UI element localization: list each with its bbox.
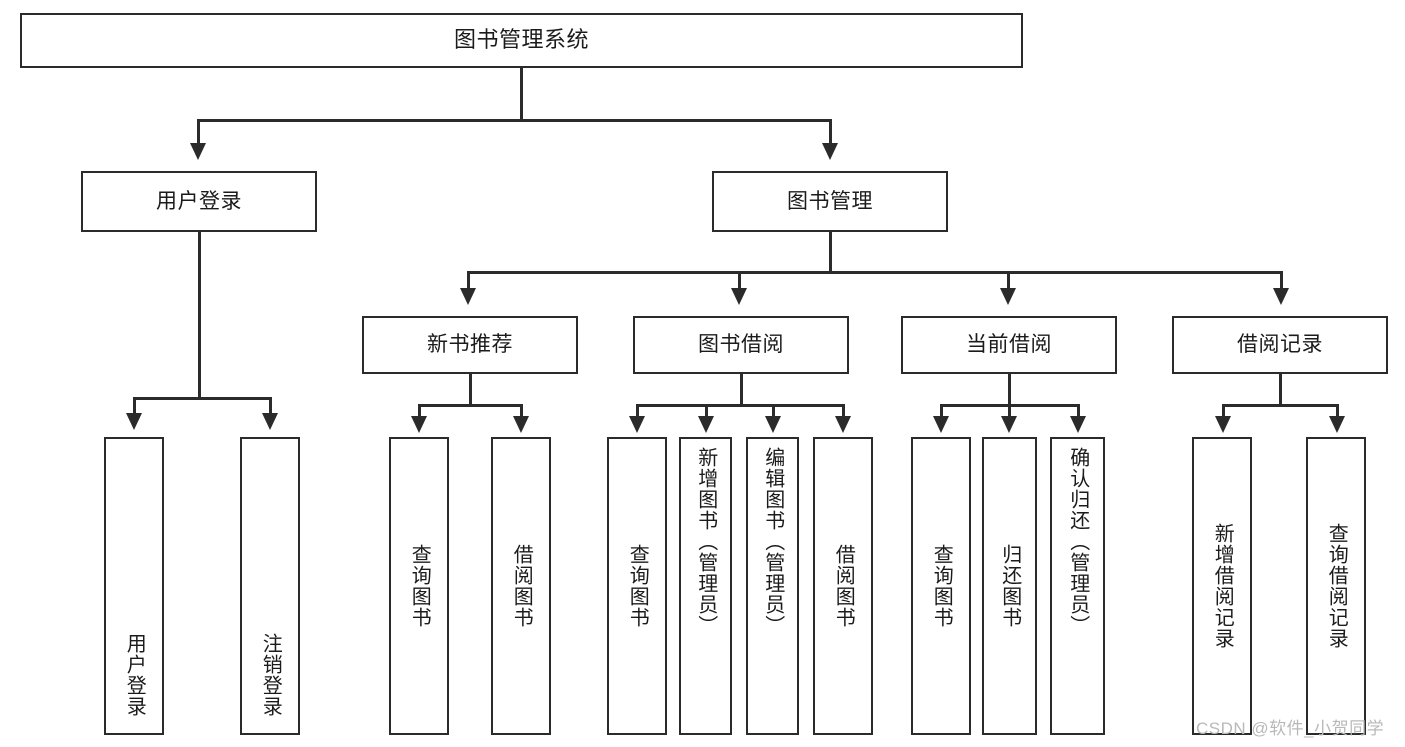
connector-borrow-drop-1 xyxy=(636,404,639,418)
connector-level2-drop-1 xyxy=(467,271,470,289)
connector-level2-bus xyxy=(467,271,1283,274)
arrow-to-leaf-add-book xyxy=(698,416,714,433)
node-label: 借阅记录 xyxy=(1237,333,1323,357)
leaf-label: 新增借阅记录 xyxy=(1211,523,1234,649)
connector-recommend-drop-1 xyxy=(418,404,421,418)
connector-recommend-stem xyxy=(469,374,472,405)
connector-current-stem xyxy=(1008,374,1011,405)
arrow-to-leaf-query-book-1 xyxy=(411,416,427,433)
connector-borrow-stem xyxy=(740,374,743,405)
connector-record-bus xyxy=(1222,404,1338,407)
leaf-query-book-current[interactable]: 查询图书 xyxy=(911,437,971,735)
leaf-label: 归还图书 xyxy=(998,544,1021,628)
connector-record-drop-2 xyxy=(1336,404,1339,418)
arrow-to-new-book-recommend xyxy=(460,288,476,305)
leaf-label: 确认归还（管理员） xyxy=(1066,447,1089,636)
arrow-to-leaf-query-record xyxy=(1329,416,1345,433)
connector-current-drop-3 xyxy=(1077,404,1080,418)
arrow-to-borrow-record xyxy=(1273,288,1289,305)
connector-current-drop-2 xyxy=(1008,404,1011,418)
leaf-user-login[interactable]: 用户登录 xyxy=(104,437,164,735)
connector-user-login-drop-2 xyxy=(269,397,272,415)
leaf-add-book[interactable]: 新增图书（管理员） xyxy=(679,437,732,735)
connector-record-drop-1 xyxy=(1222,404,1225,418)
leaf-query-book-recommend[interactable]: 查询图书 xyxy=(389,437,449,735)
arrow-to-leaf-query-book-3 xyxy=(933,416,949,433)
leaf-label: 注销登录 xyxy=(259,633,282,717)
node-label: 新书推荐 xyxy=(427,333,513,357)
leaf-label: 借阅图书 xyxy=(510,544,533,628)
connector-borrow-drop-4 xyxy=(842,404,845,418)
node-user-login[interactable]: 用户登录 xyxy=(81,171,317,232)
arrow-to-leaf-edit-book xyxy=(765,416,781,433)
arrow-to-leaf-borrow-book-1 xyxy=(513,416,529,433)
leaf-label: 查询图书 xyxy=(408,544,431,628)
node-label: 当前借阅 xyxy=(966,333,1052,357)
leaf-query-book-borrow[interactable]: 查询图书 xyxy=(607,437,667,735)
connector-recommend-drop-2 xyxy=(520,404,523,418)
connector-record-stem xyxy=(1279,374,1282,405)
watermark-text: CSDN @软件_小贺同学 xyxy=(1196,719,1385,738)
leaf-label: 查询借阅记录 xyxy=(1325,523,1348,649)
arrow-to-user-login xyxy=(190,143,206,160)
leaf-return-book[interactable]: 归还图书 xyxy=(982,437,1037,735)
connector-level1-bus xyxy=(197,119,831,122)
connector-recommend-bus xyxy=(418,404,522,407)
node-label: 图书借阅 xyxy=(698,333,784,357)
node-root-system[interactable]: 图书管理系统 xyxy=(20,13,1023,68)
arrow-to-book-manage xyxy=(822,143,838,160)
node-current-borrow[interactable]: 当前借阅 xyxy=(901,316,1117,374)
leaf-confirm-return[interactable]: 确认归还（管理员） xyxy=(1050,437,1105,735)
leaf-logout[interactable]: 注销登录 xyxy=(240,437,300,735)
connector-level2-drop-4 xyxy=(1280,271,1283,289)
arrow-to-leaf-borrow-book-2 xyxy=(835,416,851,433)
arrow-to-current-borrow xyxy=(1000,288,1016,305)
node-label: 用户登录 xyxy=(156,189,242,213)
connector-level2-drop-2 xyxy=(738,271,741,289)
arrow-to-leaf-query-book-2 xyxy=(629,416,645,433)
leaf-query-borrow-record[interactable]: 查询借阅记录 xyxy=(1306,437,1366,735)
node-label: 图书管理 xyxy=(787,189,873,213)
leaf-label: 借阅图书 xyxy=(832,544,855,628)
connector-level1-drop-2 xyxy=(829,119,832,145)
arrow-to-book-borrow xyxy=(731,288,747,305)
connector-borrow-drop-3 xyxy=(772,404,775,418)
arrow-to-leaf-confirm-return xyxy=(1070,416,1086,433)
connector-borrow-bus xyxy=(636,404,844,407)
leaf-add-borrow-record[interactable]: 新增借阅记录 xyxy=(1192,437,1252,735)
node-book-borrow[interactable]: 图书借阅 xyxy=(633,316,849,374)
connector-root-stem xyxy=(520,68,523,120)
leaf-label: 用户登录 xyxy=(123,633,146,717)
connector-book-manage-stem xyxy=(829,232,832,272)
arrow-to-leaf-logout xyxy=(262,413,278,430)
leaf-label: 查询图书 xyxy=(626,544,649,628)
node-new-book-recommend[interactable]: 新书推荐 xyxy=(362,316,578,374)
node-label: 图书管理系统 xyxy=(453,27,589,53)
connector-user-login-drop-1 xyxy=(133,397,136,415)
arrow-to-leaf-return-book xyxy=(1001,416,1017,433)
connector-level2-drop-3 xyxy=(1007,271,1010,289)
connector-current-drop-1 xyxy=(940,404,943,418)
leaf-label: 查询图书 xyxy=(930,544,953,628)
connector-borrow-drop-2 xyxy=(705,404,708,418)
node-borrow-record[interactable]: 借阅记录 xyxy=(1172,316,1388,374)
leaf-label: 新增图书（管理员） xyxy=(694,447,717,636)
connector-user-login-stem xyxy=(198,232,201,399)
arrow-to-leaf-user-login xyxy=(126,413,142,430)
leaf-borrow-book[interactable]: 借阅图书 xyxy=(813,437,873,735)
leaf-borrow-book-recommend[interactable]: 借阅图书 xyxy=(491,437,551,735)
connector-user-login-bus xyxy=(133,397,272,400)
arrow-to-leaf-add-record xyxy=(1215,416,1231,433)
connector-level1-drop-1 xyxy=(197,119,200,145)
leaf-label: 编辑图书（管理员） xyxy=(761,447,784,636)
leaf-edit-book[interactable]: 编辑图书（管理员） xyxy=(746,437,799,735)
node-book-manage[interactable]: 图书管理 xyxy=(712,171,948,232)
